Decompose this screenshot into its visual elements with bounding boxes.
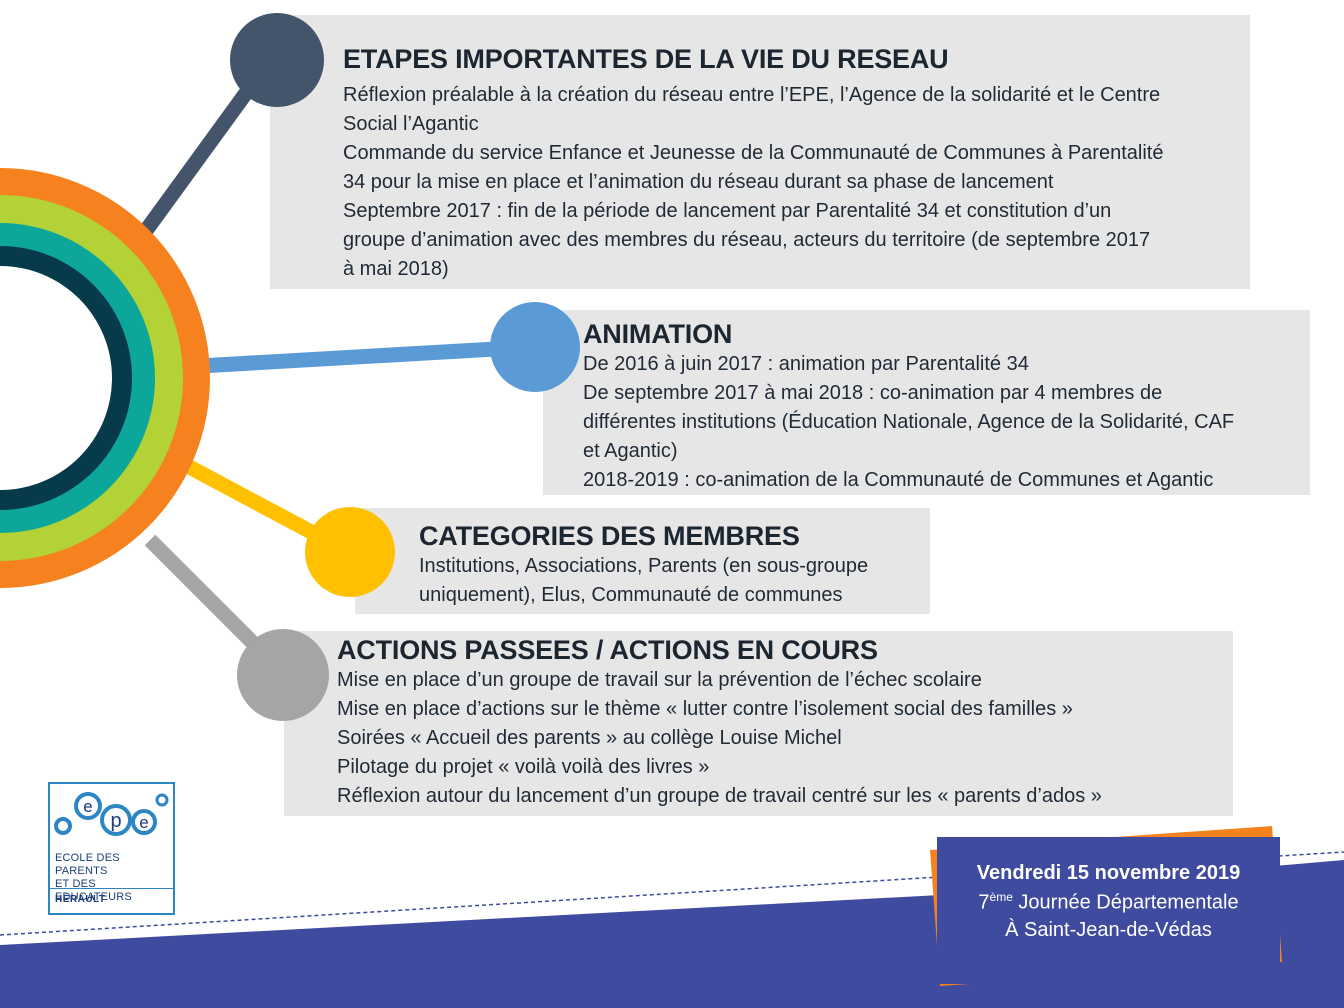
section-line: Soirées « Accueil des parents » au collè… (337, 727, 842, 749)
logo-text: ECOLE DES PARENTS ET DES EDUCATEURS (55, 852, 173, 904)
svg-text:p: p (110, 810, 121, 832)
section-line: Commande du service Enfance et Jeunesse … (343, 142, 1164, 164)
connector-line-actions (144, 534, 291, 681)
section-line: Social l’Agantic (343, 113, 479, 135)
section-line: Institutions, Associations, Parents (en … (419, 555, 869, 577)
event-edition-number: 7 (978, 891, 990, 914)
epe-logo-mark: e p e (54, 792, 169, 836)
section-title-etapes: ETAPES IMPORTANTES DE LA VIE DU RESEAU (343, 44, 949, 74)
event-edition: 7ème Journée Départementale (937, 890, 1280, 915)
section-title-actions: ACTIONS PASSEES / ACTIONS EN COURS (337, 635, 878, 665)
event-date: Vendredi 15 novembre 2019 (976, 862, 1241, 884)
svg-text:e: e (83, 797, 92, 816)
section-line: 34 pour la mise en place et l’animation … (343, 171, 1054, 193)
event-edition-rest: Journée Départementale (1012, 891, 1239, 914)
logo-region: HÉRAULT (55, 894, 106, 905)
section-panel-categories: CATEGORIES DES MEMBRES Institutions, Ass… (355, 508, 930, 614)
svg-text:e: e (139, 813, 148, 832)
connector-line-animation (164, 339, 531, 376)
section-panel-animation: ANIMATION De 2016 à juin 2017 : animatio… (543, 310, 1310, 495)
event-place: À Saint-Jean-de-Védas (1005, 919, 1212, 941)
connector-line-categories (176, 455, 349, 557)
section-line: Septembre 2017 : fin de la période de la… (343, 200, 1112, 222)
section-line: Pilotage du projet « voilà voilà des liv… (337, 756, 710, 778)
logo-line1: ECOLE DES PARENTS (55, 852, 120, 877)
section-line: et Agantic) (583, 440, 678, 462)
ring-center (0, 266, 112, 490)
section-line: 2018-2019 : co-animation de la Communaut… (583, 469, 1214, 491)
section-line: uniquement), Elus, Communauté de commune… (419, 584, 843, 606)
logo-line2: ET DES EDUCATEURS (55, 878, 132, 903)
event-info-box: Vendredi 15 novembre 2019 7ème Journée D… (937, 837, 1280, 984)
section-body-actions: Mise en place d’un groupe de travail sur… (337, 666, 1232, 811)
section-line: Mise en place d’un groupe de travail sur… (337, 669, 982, 691)
section-line: groupe d’animation avec des membres du r… (343, 229, 1151, 251)
section-line: différentes institutions (Éducation Nati… (583, 411, 1235, 433)
section-panel-actions: ACTIONS PASSEES / ACTIONS EN COURS Mise … (284, 631, 1233, 816)
epe-logo: e p e ECOLE DES PARENTS ET DES EDUCATEUR… (48, 782, 175, 915)
section-line: Réflexion préalable à la création du rés… (343, 84, 1161, 106)
section-line: Mise en place d’actions sur le thème « l… (337, 698, 1073, 720)
event-edition-suffix: ème (989, 890, 1013, 904)
section-line: à mai 2018) (343, 258, 449, 280)
section-line: De septembre 2017 à mai 2018 : co-animat… (583, 382, 1163, 404)
section-body-categories: Institutions, Associations, Parents (en … (419, 552, 929, 610)
section-title-animation: ANIMATION (583, 319, 733, 349)
section-title-categories: CATEGORIES DES MEMBRES (419, 521, 800, 551)
section-panel-etapes: ETAPES IMPORTANTES DE LA VIE DU RESEAU R… (270, 15, 1250, 289)
section-line: Réflexion autour du lancement d’un group… (337, 785, 1102, 807)
section-body-animation: De 2016 à juin 2017 : animation par Pare… (583, 350, 1308, 495)
logo-divider (50, 888, 173, 889)
section-line: De 2016 à juin 2017 : animation par Pare… (583, 353, 1029, 375)
section-body-etapes: Réflexion préalable à la création du rés… (343, 81, 1243, 284)
